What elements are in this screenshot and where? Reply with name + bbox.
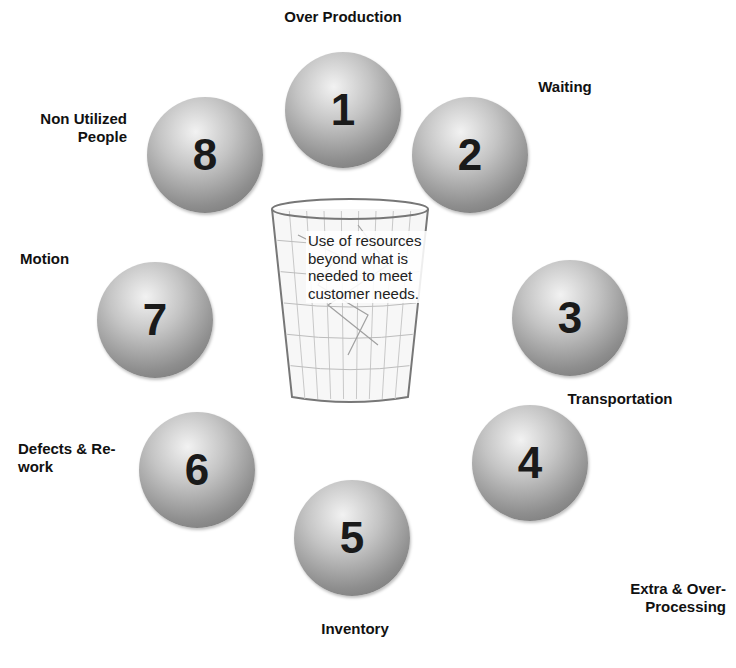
waste-label: Waiting	[520, 78, 610, 96]
waste-circle: Waiting2	[412, 97, 528, 213]
waste-label: Non Utilized People	[12, 110, 127, 146]
callout-number: 3	[558, 296, 582, 340]
waste-label: Extra & Over-Processing	[598, 580, 726, 616]
callout-number: 4	[518, 441, 542, 485]
callout-number: 7	[143, 298, 167, 342]
waste-circle: Non Utilized People8	[147, 97, 263, 213]
waste-circle: Transportation3	[512, 260, 628, 376]
waste-basket: Use of resources beyond what is needed t…	[268, 195, 432, 405]
waste-label: Motion	[20, 250, 110, 268]
waste-circle: Over Production1	[285, 52, 401, 168]
waste-circle: Extra & Over-Processing4	[472, 405, 588, 521]
callout-number: 1	[331, 88, 355, 132]
waste-label: Inventory	[290, 620, 420, 638]
waste-circle: Defects & Re-work6	[139, 412, 255, 528]
callout-number: 8	[193, 133, 217, 177]
waste-circle: Motion7	[97, 262, 213, 378]
callout-number: 6	[185, 448, 209, 492]
waste-label: Transportation	[525, 390, 715, 408]
waste-label: Over Production	[268, 8, 418, 26]
waste-circle: Inventory5	[294, 480, 410, 596]
waste-label: Defects & Re-work	[18, 440, 126, 476]
definition-text: Use of resources beyond what is needed t…	[306, 231, 434, 303]
callout-number: 5	[340, 516, 364, 560]
callout-number: 2	[458, 133, 482, 177]
